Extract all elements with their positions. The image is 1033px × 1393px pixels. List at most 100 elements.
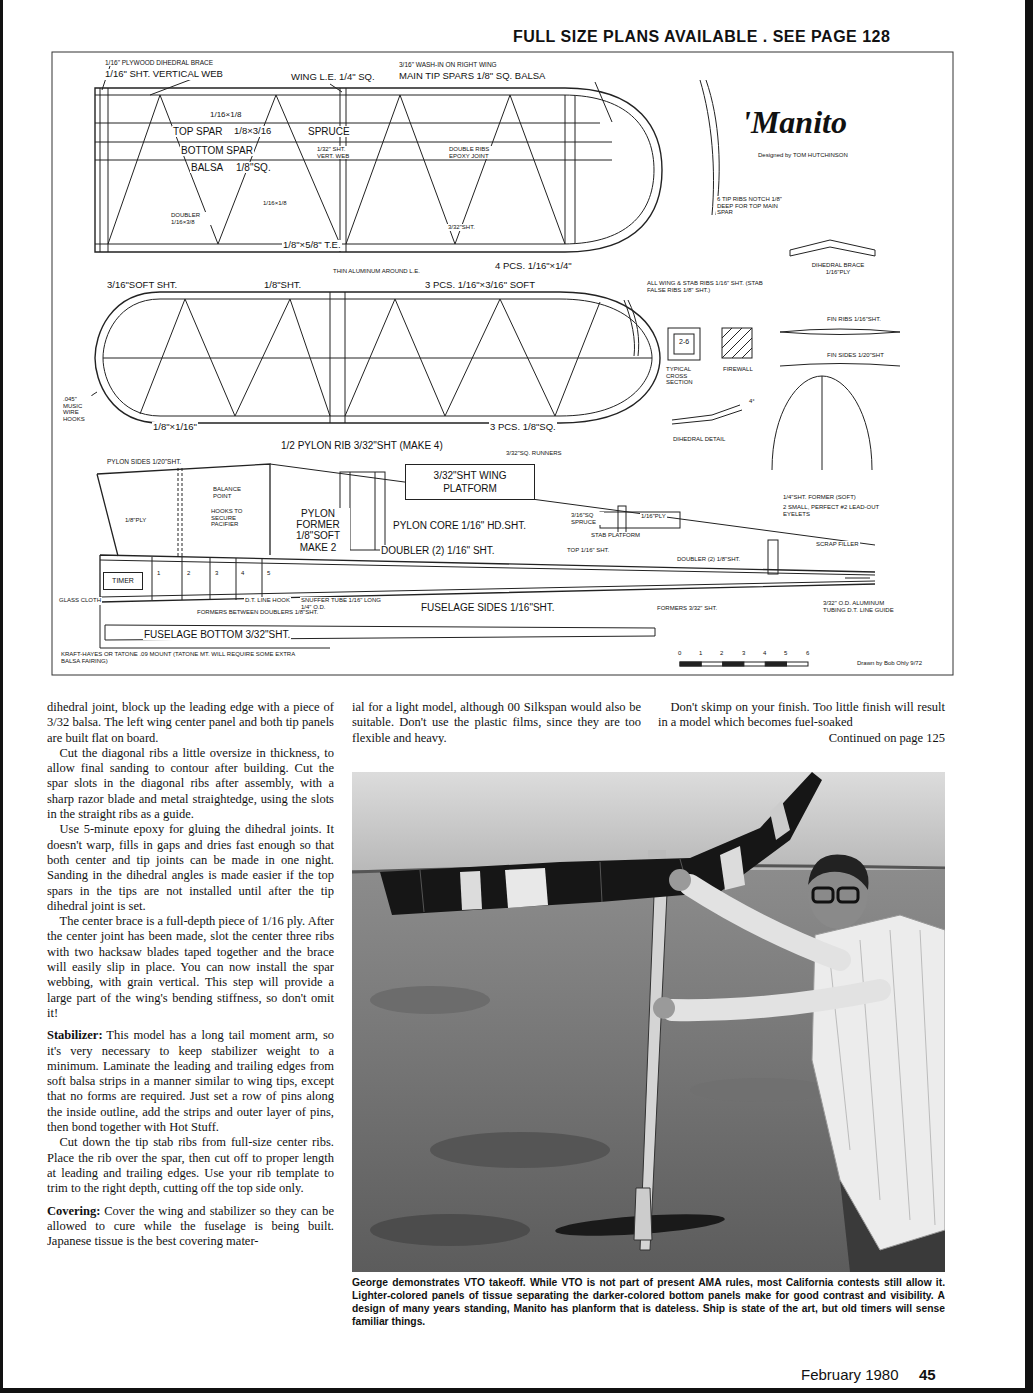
plan-label: SPRUCE bbox=[307, 126, 351, 137]
detail-sketches bbox=[780, 364, 900, 367]
fuselage-side bbox=[600, 512, 680, 528]
plan-label: 3/32" O.D. ALUMINUM TUBING D.T. LINE GUI… bbox=[822, 600, 904, 613]
plan-label: TYPICAL CROSS SECTION bbox=[665, 366, 707, 386]
plan-label: FIREWALL bbox=[722, 366, 754, 373]
photo bbox=[420, 859, 690, 912]
stabilizer-plan bbox=[345, 299, 600, 416]
scale-bar bbox=[680, 662, 808, 666]
plan-label: 1 bbox=[698, 650, 703, 657]
plan-label: TOP SPAR bbox=[172, 126, 223, 137]
plan-label: BALANCE POINT bbox=[212, 486, 254, 499]
plan-label: 1/16×1/8 bbox=[262, 200, 288, 207]
wing-plan bbox=[108, 95, 340, 244]
article-text: Continued on page 125 bbox=[829, 731, 945, 745]
plan-label: 3 bbox=[741, 650, 746, 657]
photo bbox=[669, 869, 691, 891]
article-paragraph: Cut down the tip stab ribs from full-siz… bbox=[47, 1135, 334, 1196]
stabilizer-plan bbox=[89, 292, 660, 423]
wing-plan bbox=[102, 66, 612, 122]
photo bbox=[430, 1132, 610, 1168]
plan-label: FORMERS 3/32" SHT. bbox=[656, 605, 718, 612]
article-paragraph: Don't skimp on your finish. Too little f… bbox=[658, 700, 945, 731]
box-label: 3/32"SHT WING PLATFORM bbox=[422, 469, 518, 496]
plan-label: PYLON FORMER 1/8"SOFT MAKE 2 bbox=[286, 508, 350, 553]
photo bbox=[352, 870, 945, 1272]
photo bbox=[505, 868, 548, 908]
scale-bar bbox=[723, 662, 744, 666]
plan-label: DOUBLER 1/16×3/8 bbox=[170, 212, 212, 225]
plan-label: PYLON CORE 1/16" HD.SHT. bbox=[392, 520, 527, 531]
plan-label: 3/16"SQ SPRUCE bbox=[570, 512, 604, 525]
scale-bar bbox=[765, 662, 786, 666]
article-paragraph: Cut the diagonal ribs a little oversize … bbox=[47, 746, 334, 822]
plan-label: 1/8"PLY bbox=[124, 517, 147, 524]
plan-label: 1/16" PLYWOOD DIHEDRAL BRACE bbox=[104, 59, 214, 66]
article-paragraph: Covering:Cover the wing and stabilizer s… bbox=[47, 1204, 334, 1250]
fuselage-side bbox=[845, 578, 870, 579]
fuselage-side bbox=[100, 560, 875, 597]
photo bbox=[352, 772, 945, 1272]
plan-label: 1/8"SQ. bbox=[235, 162, 272, 173]
tip-rib-detail bbox=[700, 80, 875, 256]
plan-label: 1/4"SHT. FORMER (SOFT) bbox=[782, 494, 857, 501]
plan-label: 1/8"×5/8" T.E. bbox=[282, 240, 342, 251]
detail-sketches bbox=[668, 328, 700, 360]
text-column: dihedral joint, block up the leading edg… bbox=[47, 700, 334, 1249]
plan-label: PYLON SIDES 1/20"SHT. bbox=[106, 458, 182, 465]
photo bbox=[838, 888, 858, 902]
plan-label: 1/16"PLY bbox=[640, 513, 667, 520]
fuselage-side bbox=[178, 468, 182, 556]
article-text: The center brace is a full-depth piece o… bbox=[47, 914, 334, 1020]
plan-label: FIN RIBS 1/16"SHT. bbox=[826, 316, 882, 323]
plan-label: 3 bbox=[214, 570, 219, 577]
wing-plan bbox=[100, 88, 575, 252]
plan-label: MAIN TIP SPARS 1/8" SQ. BALSA bbox=[398, 71, 546, 82]
photo bbox=[813, 888, 833, 902]
plan-label: D.T. LINE HOOK bbox=[244, 597, 291, 604]
plan-label: 1/8"SHT. bbox=[263, 280, 302, 291]
plan-label: 3 PCS. 1/8"SQ. bbox=[489, 422, 557, 433]
article-paragraph: Continued on page 125 bbox=[658, 731, 945, 746]
plan-label: ALL WING & STAB RIBS 1/16" SHT. (STAB FA… bbox=[646, 280, 766, 293]
photo bbox=[672, 990, 880, 1010]
section-heading: Covering: bbox=[47, 1204, 100, 1218]
plan-label: Designed by TOM HUTCHINSON bbox=[757, 152, 849, 159]
plan-label: 3/32"SQ. RUNNERS bbox=[505, 450, 562, 457]
fuselage-side bbox=[768, 540, 778, 574]
article-paragraph: Use 5-minute epoxy for gluing the dihedr… bbox=[47, 822, 334, 914]
detail-sketches bbox=[722, 328, 752, 358]
plan-label: THIN ALUMINUM AROUND L.E. bbox=[332, 268, 421, 275]
fuselage-side bbox=[100, 605, 330, 648]
article-paragraph: Stabilizer:This model has a long tail mo… bbox=[47, 1028, 334, 1135]
fuselage-side bbox=[97, 464, 875, 648]
photo bbox=[352, 772, 945, 1272]
detail-sketches bbox=[772, 376, 872, 470]
photo bbox=[808, 854, 869, 890]
plan-label: GLASS CLOTH bbox=[58, 597, 102, 604]
plan-label: 1/2 PYLON RIB 3/32"SHT (MAKE 4) bbox=[280, 440, 444, 451]
plan-label: FUSELAGE BOTTOM 3/32"SHT. bbox=[143, 629, 291, 640]
plan-label: 1/16" SHT. VERTICAL WEB bbox=[104, 69, 224, 80]
photo bbox=[380, 772, 822, 915]
page-header: FULL SIZE PLANS AVAILABLE . SEE PAGE 128 bbox=[512, 28, 891, 46]
fuselage-side bbox=[618, 506, 626, 534]
plan-label: 3/32"SHT. bbox=[447, 224, 476, 231]
plan-frame bbox=[52, 52, 953, 675]
tip-rib-detail bbox=[790, 240, 875, 256]
plan-label: 3/16" WASH-IN ON RIGHT WING bbox=[398, 61, 498, 68]
plan-label: DOUBLER (2) 1/8"SHT. bbox=[676, 556, 741, 563]
scan-edge bbox=[1025, 0, 1033, 1393]
article-paragraph: ial for a light model, although 00 Silks… bbox=[352, 700, 641, 746]
plan-label: WING L.E. 1/4" SQ. bbox=[290, 72, 376, 83]
page-number: 45 bbox=[918, 1367, 937, 1384]
plan-label: 1/8"×1/16" bbox=[152, 422, 198, 433]
scan-edge bbox=[0, 0, 3, 1393]
wing-plan bbox=[346, 95, 565, 244]
wing-plan bbox=[95, 95, 654, 244]
scale-bar bbox=[680, 662, 808, 666]
fuselage-side bbox=[152, 557, 262, 600]
box-label: TIMER bbox=[112, 576, 134, 585]
plan-label: 2 SMALL, PERFECT #2 LEAD-OUT EYELETS bbox=[782, 504, 894, 517]
plan-label: 4° bbox=[748, 398, 756, 405]
photo bbox=[830, 930, 935, 1225]
